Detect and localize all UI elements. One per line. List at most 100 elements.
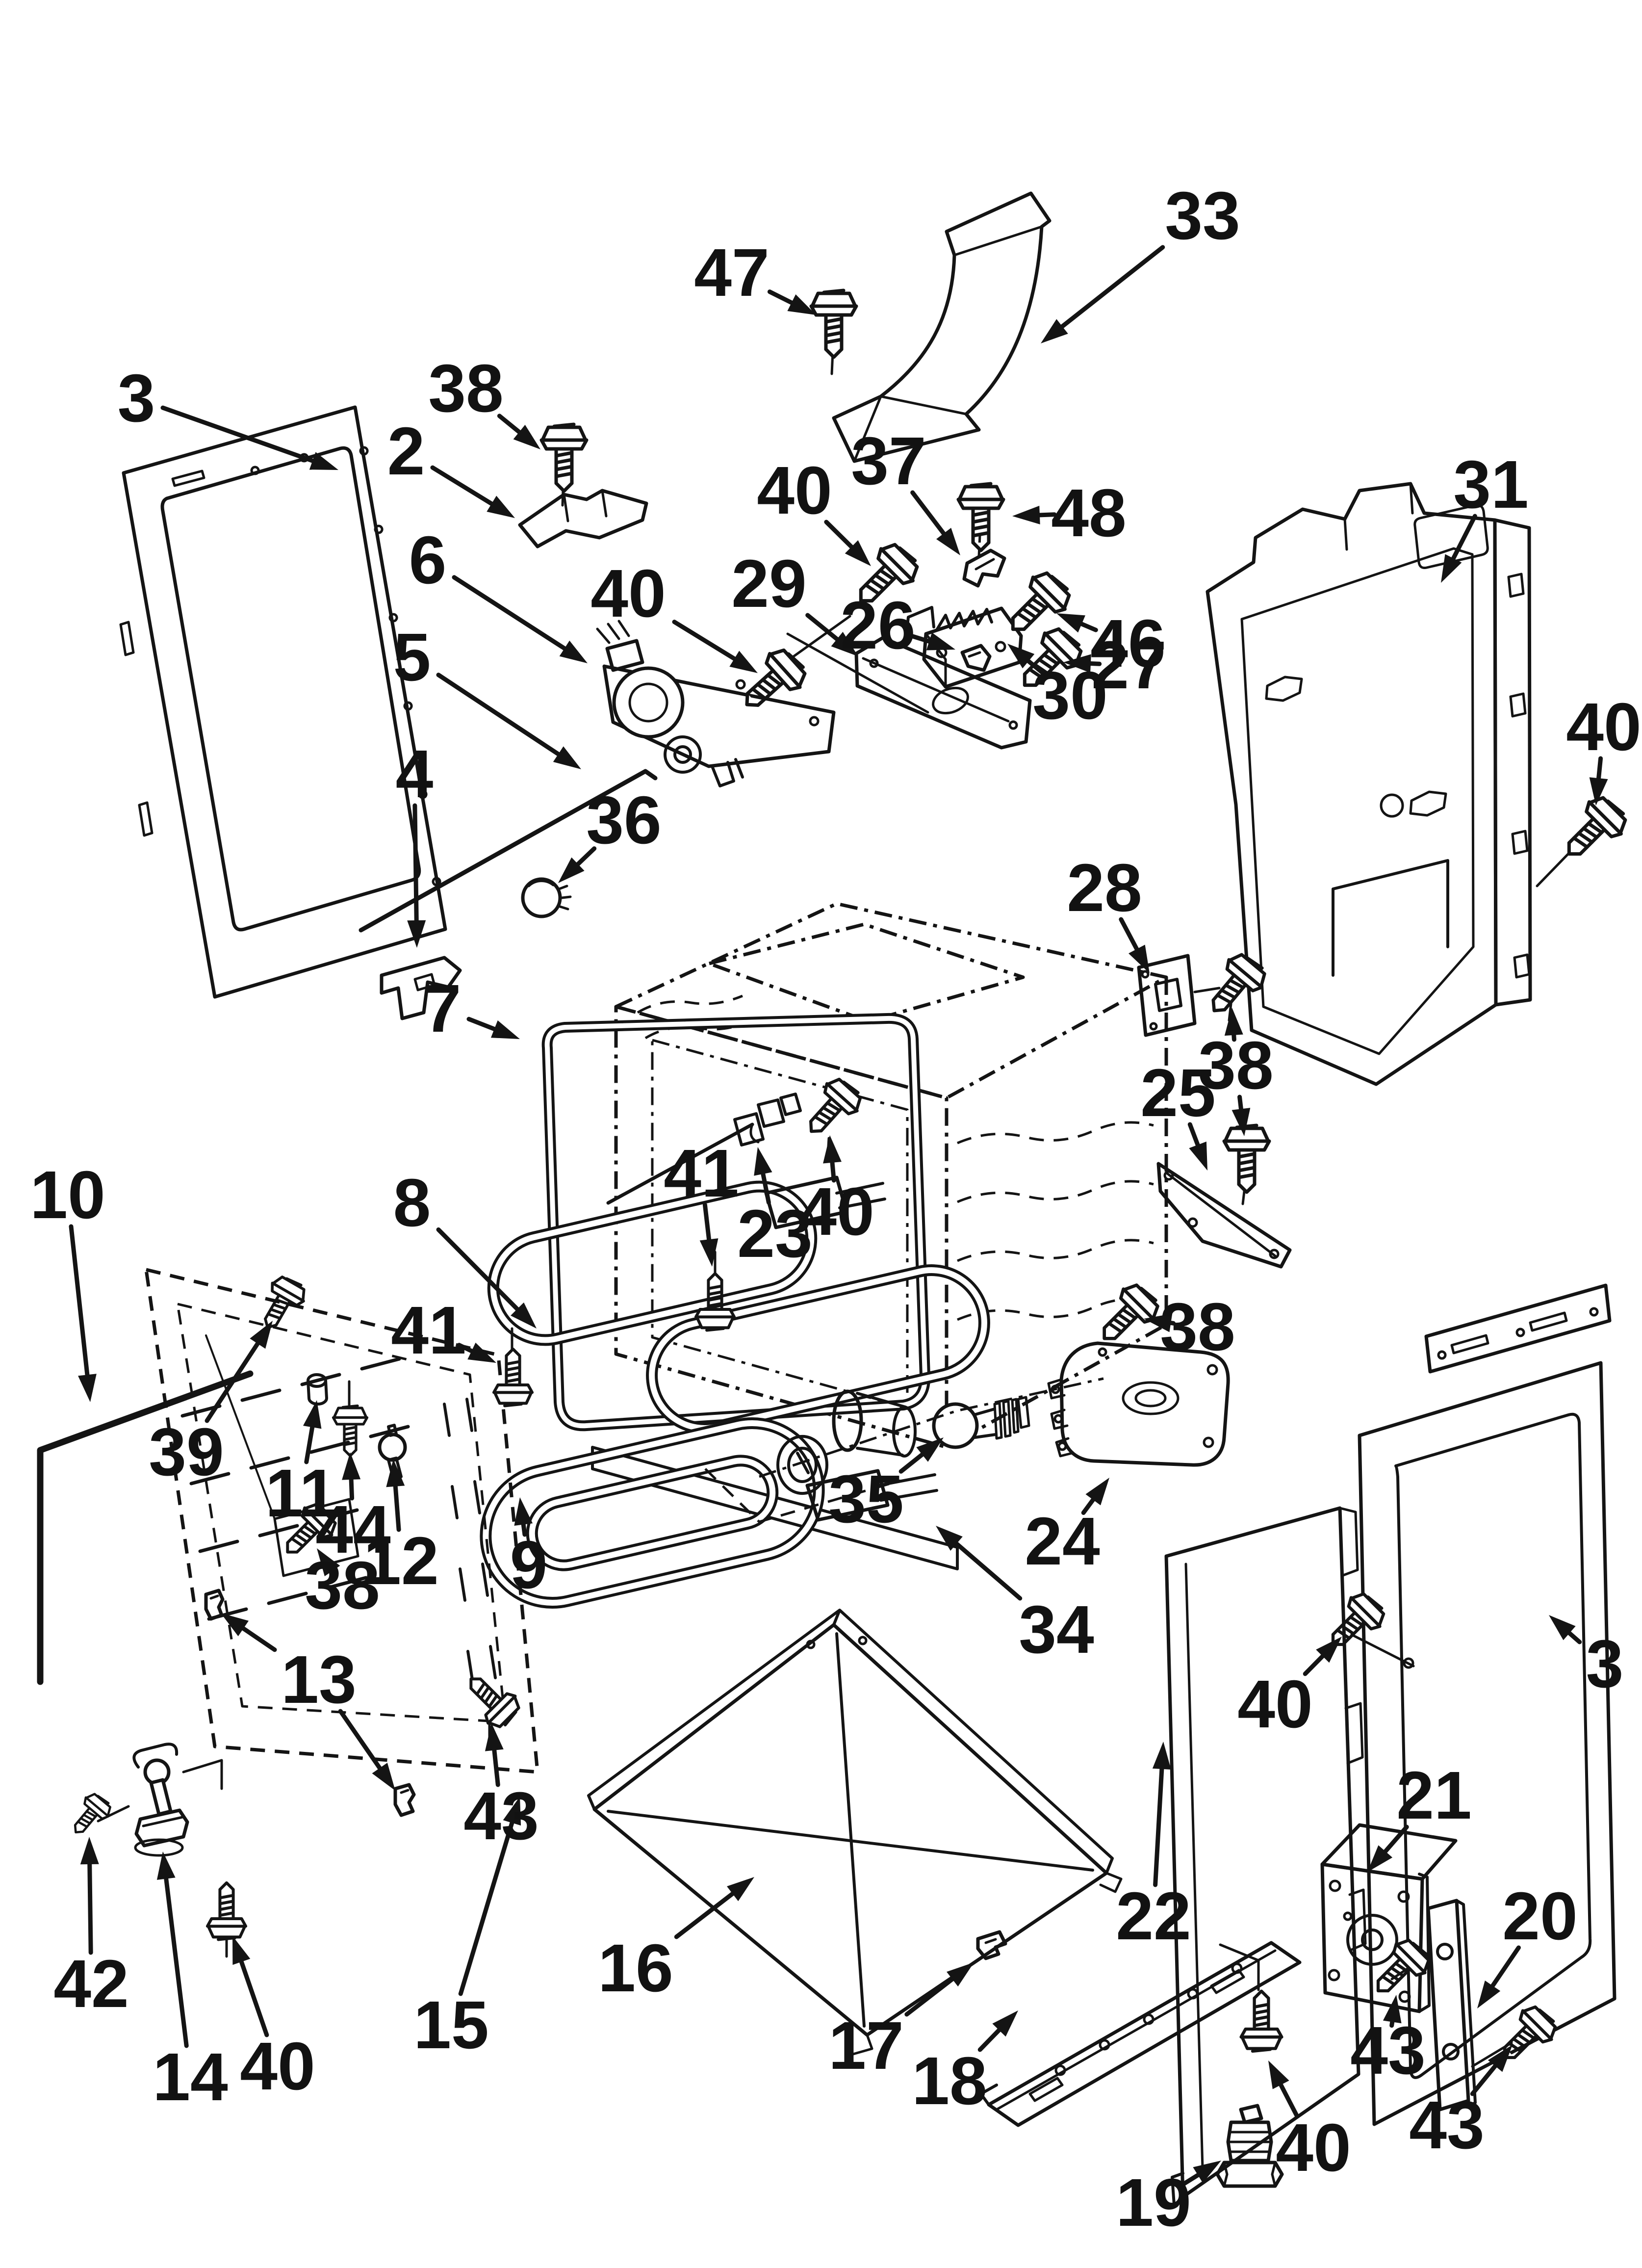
leader-arrowhead-icon: [1193, 2161, 1221, 2183]
leader-line: [824, 520, 856, 551]
callout-48-8: 48: [1012, 475, 1127, 551]
leader-line: [436, 673, 563, 758]
leader-line: [1181, 2171, 1203, 2186]
leader-arrowhead-icon: [407, 920, 426, 948]
leader-line: [1277, 2080, 1300, 2119]
leader-arrowhead-icon: [511, 1302, 537, 1329]
part-number-label: 19: [1116, 2165, 1191, 2241]
leader-arrowhead-icon: [485, 1723, 504, 1751]
leader-arrowhead-icon: [1441, 554, 1462, 583]
leader-arrowhead-icon: [1012, 505, 1040, 524]
part-cavity-clip-shape: [960, 644, 992, 672]
part-rear-panel-shape: [1206, 482, 1498, 1086]
part-number-label: 34: [1019, 1592, 1094, 1668]
part-oven-sensor-shape: [733, 1093, 802, 1147]
part-construction-lines-shape: [97, 1759, 1260, 1991]
callout-24-30: 24: [1025, 1478, 1109, 1579]
leader-arrowhead-icon: [553, 746, 581, 769]
leader-arrowhead-icon: [1085, 1478, 1109, 1506]
leader-arrowhead-icon: [221, 1613, 249, 1637]
callout-3-54: 3: [1549, 1615, 1623, 1702]
part-bottom-pan-shape: [607, 1632, 1094, 2028]
part-mounting-plate-shape: [1455, 1899, 1477, 2108]
callout-27-14: 27: [1063, 627, 1167, 703]
leader-line: [910, 634, 934, 645]
callout-38-3: 38: [428, 351, 540, 449]
part-number-label: 38: [305, 1548, 380, 1623]
part-harness-clip-upper: [204, 1589, 225, 1621]
callout-6-15: 6: [409, 522, 588, 663]
leader-line: [393, 1481, 401, 1532]
leader-arrowhead-icon: [1383, 1995, 1402, 2024]
part-latch-rod: [359, 769, 658, 933]
part-push-grommet-shape: [378, 1433, 407, 1462]
callout-38-29: 38: [1144, 1289, 1235, 1365]
leader-arrowhead-icon: [303, 1400, 322, 1429]
leader-arrowhead-icon: [831, 631, 858, 656]
callout-21-56: 21: [1367, 1758, 1472, 1872]
leader-arrowhead-icon: [729, 651, 758, 673]
part-mounting-plate-shape: [1426, 1899, 1470, 2112]
part-door-latch-assembly-shape: [735, 679, 820, 727]
part-leveling-leg-shape: [134, 1838, 184, 1857]
leader-line: [1081, 1495, 1097, 1515]
part-lamp-lens-shape: [832, 1389, 863, 1452]
part-number-label: 38: [1160, 1289, 1235, 1365]
leader-arrowhead-icon: [503, 1797, 521, 1826]
callout-40-53: 40: [1237, 1637, 1342, 1742]
part-side-support-brace-shape: [1163, 1170, 1280, 1259]
part-rear-panel-shape: [1240, 547, 1475, 1055]
leader-arrowhead-icon: [1477, 1981, 1501, 2008]
leader-arrowhead-icon: [513, 424, 540, 449]
part-harness-clip-lower-shape: [400, 1789, 410, 1794]
callout-41-22: 41: [391, 1293, 496, 1368]
part-leveling-leg-shape: [132, 1743, 179, 1769]
leader-arrowhead-icon: [1488, 2045, 1513, 2072]
leader-arrowhead-icon: [1224, 1008, 1243, 1036]
leader-line: [160, 405, 318, 464]
part-number-label: 41: [664, 1136, 739, 1211]
leader-arrowhead-icon: [727, 1877, 754, 1902]
part-rod-bracket-shape: [380, 956, 462, 1020]
part-door-latch-assembly-shape: [596, 620, 630, 644]
part-spacer-dowel: [307, 1373, 328, 1406]
screw-47-icon: [811, 290, 856, 357]
part-anti-tip-bracket-shape: [1320, 1823, 1458, 1881]
part-door-latch-assembly-shape: [628, 682, 668, 723]
part-harness-clip-lower: [393, 1783, 416, 1817]
part-oven-lamp-bulb-shape: [973, 1408, 997, 1439]
leader-line: [1024, 657, 1044, 675]
part-number-label: 43: [1350, 2013, 1426, 2088]
part-number-label: 17: [828, 2008, 904, 2084]
leader-arrowhead-icon: [1129, 944, 1150, 973]
part-support-channel-shape: [905, 606, 935, 637]
leader-arrowhead-icon: [309, 452, 338, 470]
leader-line: [238, 1624, 277, 1652]
part-oven-cavity-shape: [957, 1121, 1154, 1321]
part-support-channel-shape: [869, 658, 1018, 730]
part-drawer-rear-panel-shape: [205, 1334, 276, 1520]
part-latch-keeper-shape: [1154, 978, 1182, 1012]
leader-line: [674, 1889, 737, 1939]
part-oven-cavity-shape: [946, 977, 1168, 1449]
part-harness-clip-lower-shape: [393, 1783, 416, 1817]
part-right-side-panel-shape: [1350, 1633, 1415, 1669]
leader-arrowhead-icon: [514, 1497, 533, 1526]
part-number-label: 2: [387, 414, 425, 489]
part-lamp-axis: [704, 1377, 1104, 1523]
leader-line: [767, 289, 796, 307]
part-number-label: 39: [149, 1414, 224, 1490]
part-number-label: 44: [315, 1492, 391, 1567]
part-mounting-plate: [1426, 1899, 1477, 2112]
part-number-label: 33: [1165, 178, 1240, 254]
leader-arrowhead-icon: [1316, 1637, 1342, 1663]
part-base-bracket-shape: [1047, 1378, 1074, 1458]
leader-arrowhead-icon: [1549, 1615, 1576, 1641]
leader-line: [205, 1339, 262, 1423]
part-number-label: 23: [737, 1196, 813, 1272]
part-number-label: 5: [393, 620, 431, 695]
part-oven-cavity-shape: [707, 922, 1025, 1023]
part-right-side-panel-shape: [1450, 1311, 1568, 1355]
leader-arrowhead-icon: [1152, 1742, 1171, 1770]
